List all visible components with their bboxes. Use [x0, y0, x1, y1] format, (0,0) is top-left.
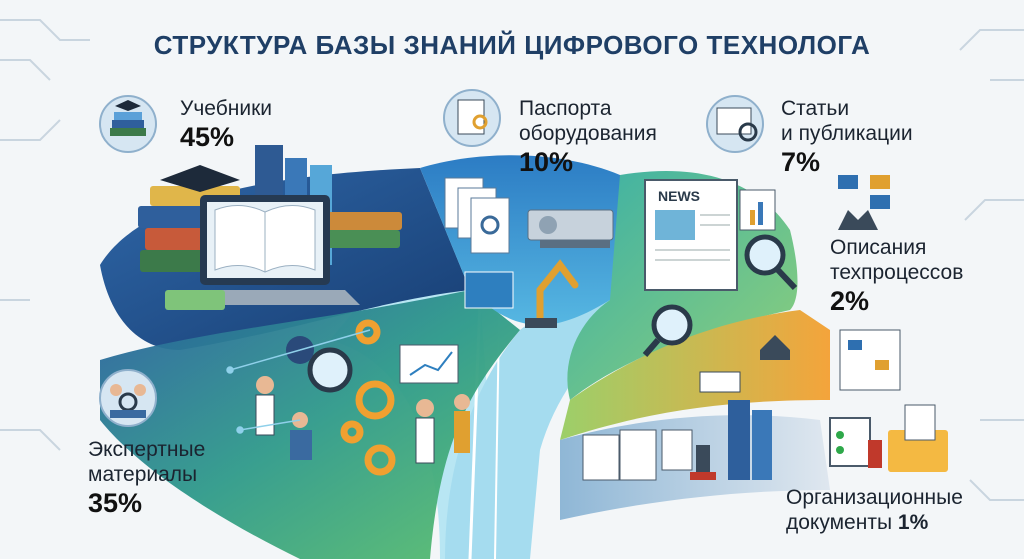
- label-org-line1: Организационные: [786, 486, 963, 509]
- label-org: Организационные документы 1%: [786, 485, 963, 535]
- equipment-passport-icon: [444, 177, 514, 309]
- label-articles-line1: Статьи: [781, 97, 850, 120]
- label-textbooks-name: Учебники: [180, 97, 272, 120]
- magnifier-icon: [307, 234, 798, 393]
- label-expert-line1: Экспертные: [88, 438, 206, 461]
- laptop-icon: [165, 195, 360, 310]
- news-label: NEWS: [658, 188, 700, 204]
- gear-icon: [480, 215, 500, 235]
- label-expert-line2: материалы: [88, 463, 198, 486]
- process-flow-icon: [699, 175, 901, 393]
- label-passports: Паспорта оборудования 10%: [519, 96, 657, 178]
- label-textbooks-percent: 45%: [180, 122, 235, 152]
- label-processes: Описания техпроцессов 2%: [830, 235, 963, 317]
- robot-arm-icon: [525, 259, 579, 328]
- label-expert: Экспертные материалы 35%: [88, 437, 205, 519]
- processes-band: [560, 310, 830, 440]
- label-processes-percent: 2%: [830, 286, 870, 316]
- experts-badge-icon: [99, 369, 157, 427]
- label-processes-line2: техпроцессов: [830, 261, 964, 284]
- label-articles-percent: 7%: [781, 147, 821, 177]
- dashboard-chart: [399, 344, 459, 384]
- articles-badge-icon: [706, 95, 764, 153]
- gears-icon: [340, 319, 396, 476]
- label-passports-percent: 10%: [519, 147, 574, 177]
- label-passports-line1: Паспорта: [519, 97, 612, 120]
- passports-badge-icon: [443, 89, 501, 147]
- graduation-cap-icon: [160, 165, 240, 192]
- org-docs-icon: [582, 400, 772, 481]
- people-icon: [255, 336, 470, 464]
- factory-icon: [838, 210, 878, 230]
- folders-icon: [728, 400, 750, 480]
- label-org-line2: документы: [786, 511, 893, 534]
- circuit-lines: [0, 19, 1024, 501]
- org-docs-badge-icon: [829, 404, 948, 472]
- textbooks-badge-icon: [99, 95, 157, 153]
- page-title: СТРУКТУРА БАЗЫ ЗНАНИЙ ЦИФРОВОГО ТЕХНОЛОГ…: [153, 30, 871, 60]
- label-textbooks: Учебники 45%: [180, 96, 272, 153]
- newspaper-icon: NEWS: [644, 179, 776, 291]
- label-processes-line1: Описания: [830, 236, 927, 259]
- label-expert-percent: 35%: [88, 488, 143, 518]
- stamp-icon: [696, 445, 710, 473]
- lathe-icon: [527, 209, 614, 248]
- label-articles: Статьи и публикации 7%: [781, 96, 913, 178]
- label-articles-line2: и публикации: [781, 122, 913, 145]
- label-org-percent: 1%: [897, 511, 929, 534]
- label-passports-line2: оборудования: [519, 122, 657, 145]
